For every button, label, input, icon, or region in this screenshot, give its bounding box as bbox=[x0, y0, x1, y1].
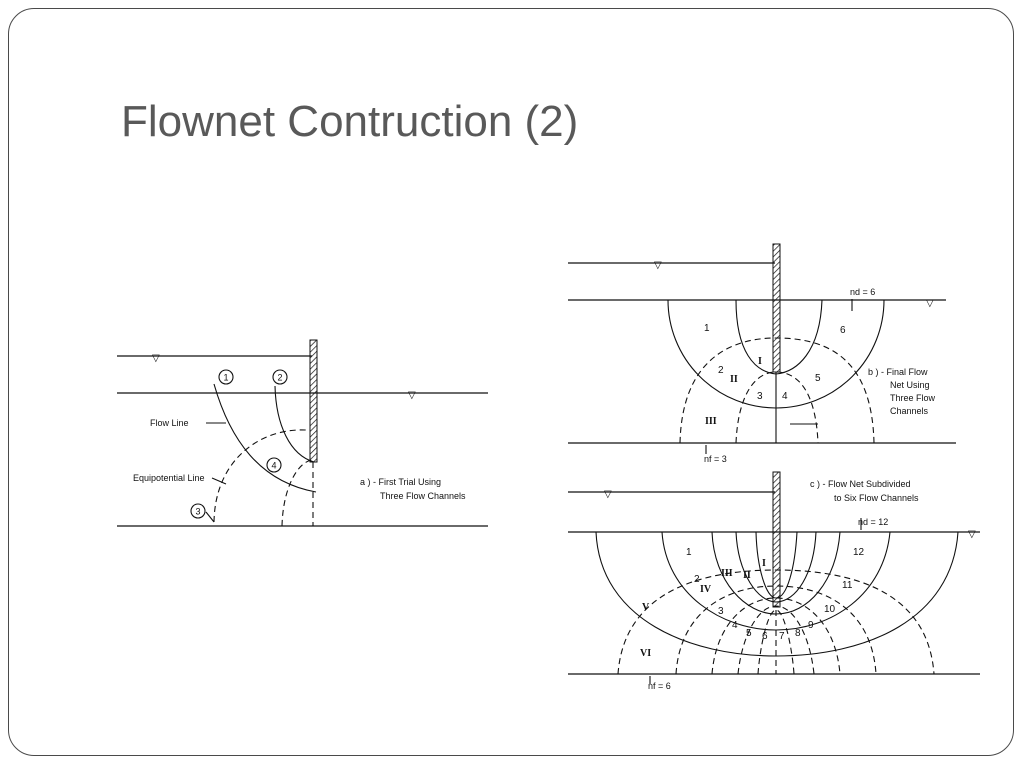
water-level-symbol-c-right: ▽ bbox=[968, 529, 976, 540]
c-channel-I: I bbox=[762, 558, 766, 569]
b-equipotential-4: 4 bbox=[782, 391, 788, 402]
caption-b-line3: Three Flow bbox=[890, 393, 936, 403]
caption-b-line1: b ) - Final Flow bbox=[868, 367, 928, 377]
water-level-symbol-b-left: ▽ bbox=[654, 260, 662, 271]
caption-a-line2: Three Flow Channels bbox=[380, 491, 466, 501]
equipotential-c-4 bbox=[737, 605, 815, 675]
b-channel-I: I bbox=[758, 356, 762, 367]
c-channel-IV: IV bbox=[700, 584, 712, 595]
b-equipotential-3: 3 bbox=[757, 391, 763, 402]
c-equipotential-4: 4 bbox=[732, 620, 738, 631]
caption-c-line1: c ) - Flow Net Subdivided bbox=[810, 479, 911, 489]
equipotential-line-label: Equipotential Line bbox=[133, 473, 205, 483]
sheet-pile-b bbox=[772, 243, 781, 373]
sheet-pile-a bbox=[309, 339, 318, 463]
c-equipotential-8: 8 bbox=[795, 628, 801, 639]
nf-label-b: nf = 3 bbox=[704, 454, 727, 464]
b-equipotential-6: 6 bbox=[840, 325, 846, 336]
c-equipotential-7: 7 bbox=[779, 631, 785, 642]
water-level-symbol-c-left: ▽ bbox=[604, 489, 612, 500]
marker-4: 4 bbox=[272, 461, 277, 471]
caption-c-line2: to Six Flow Channels bbox=[834, 493, 919, 503]
sheet-pile-c bbox=[772, 471, 781, 608]
water-level-symbol-a-right: ▽ bbox=[408, 390, 416, 401]
c-equipotential-5: 5 bbox=[746, 628, 752, 639]
flow-line-2-a bbox=[274, 385, 315, 463]
c-equipotential-1: 1 bbox=[686, 547, 692, 558]
c-channel-II: II bbox=[743, 570, 751, 581]
water-level-symbol-a-left: ▽ bbox=[152, 353, 160, 364]
equipotential-c-5 bbox=[757, 609, 795, 675]
c-equipotential-3: 3 bbox=[718, 606, 724, 617]
marker-circle-4 bbox=[266, 457, 282, 473]
marker-3: 3 bbox=[196, 507, 201, 517]
c-channel-III: III bbox=[721, 568, 733, 579]
c-equipotential-6: 6 bbox=[762, 631, 768, 642]
water-level-symbol-b-right: ▽ bbox=[926, 298, 934, 309]
c-equipotential-12: 12 bbox=[853, 547, 865, 558]
caption-b-line4: Channels bbox=[890, 406, 929, 416]
marker-circle-2 bbox=[272, 369, 288, 385]
flow-line-c-4 bbox=[735, 531, 817, 603]
marker-1: 1 bbox=[224, 373, 229, 383]
equipotential-leader bbox=[211, 477, 227, 485]
equipotential-c-1 bbox=[617, 569, 935, 675]
c-equipotential-9: 9 bbox=[808, 620, 814, 631]
marker-3-leader bbox=[205, 511, 215, 523]
b-equipotential-5: 5 bbox=[815, 373, 821, 384]
nf-label-c: nf = 6 bbox=[648, 681, 671, 691]
marker-circle-1 bbox=[218, 369, 234, 385]
nd-label-b: nd = 6 bbox=[850, 287, 875, 297]
caption-a-line1: a ) - First Trial Using bbox=[360, 477, 441, 487]
b-channel-III: III bbox=[705, 416, 717, 427]
c-equipotential-10: 10 bbox=[824, 604, 836, 615]
diagram-a: ▽ ▽ Flow Line Equipotential Line 1 2 3 4… bbox=[117, 339, 488, 527]
b-equipotential-1: 1 bbox=[704, 323, 710, 334]
c-equipotential-2: 2 bbox=[694, 574, 700, 585]
equipotential-line-1-a bbox=[213, 429, 307, 523]
equipotential-line-2-a bbox=[281, 459, 313, 527]
b-equipotential-2: 2 bbox=[718, 365, 724, 376]
c-equipotential-11: 11 bbox=[842, 580, 853, 591]
slide-title: Flownet Contruction (2) bbox=[121, 97, 579, 146]
flow-line-1-a bbox=[213, 383, 317, 493]
diagram-b: ▽ ▽ nd = 6 nf = 3 1 2 3 4 5 6 I II III b… bbox=[568, 243, 956, 464]
b-channel-II: II bbox=[730, 374, 738, 385]
equipotential-inner-b bbox=[735, 371, 819, 444]
c-channel-V: V bbox=[642, 602, 650, 613]
equipotential-outer-b bbox=[679, 337, 875, 444]
marker-circle-3 bbox=[190, 503, 206, 519]
caption-b-line2: Net Using bbox=[890, 380, 930, 390]
diagram-c: ▽ ▽ nd = 12 nf = 6 1 2 3 4 5 6 7 8 9 10 … bbox=[568, 471, 980, 691]
c-channel-VI: VI bbox=[640, 648, 651, 659]
nd-label-c: nd = 12 bbox=[858, 517, 888, 527]
flow-line-c-5 bbox=[755, 531, 798, 599]
marker-2: 2 bbox=[278, 373, 283, 383]
flow-line-label: Flow Line bbox=[150, 418, 189, 428]
